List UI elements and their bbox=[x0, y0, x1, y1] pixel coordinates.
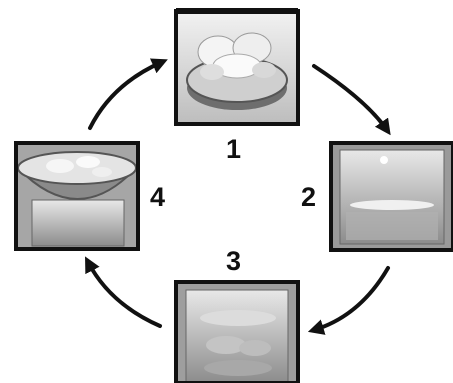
step-number-3: 3 bbox=[226, 246, 241, 276]
step-3-image bbox=[174, 280, 300, 383]
arrow-4-to-1 bbox=[88, 58, 168, 130]
arrow-1-to-2 bbox=[312, 64, 391, 136]
arrow-3-to-4 bbox=[85, 256, 162, 328]
step-1-image bbox=[174, 8, 300, 126]
step-2-image bbox=[329, 141, 453, 252]
arrow-2-to-3 bbox=[307, 266, 390, 335]
step-number-2: 2 bbox=[301, 182, 316, 212]
step-number-4: 4 bbox=[150, 182, 165, 212]
step-number-1: 1 bbox=[226, 134, 241, 164]
step-4-image bbox=[14, 141, 140, 251]
